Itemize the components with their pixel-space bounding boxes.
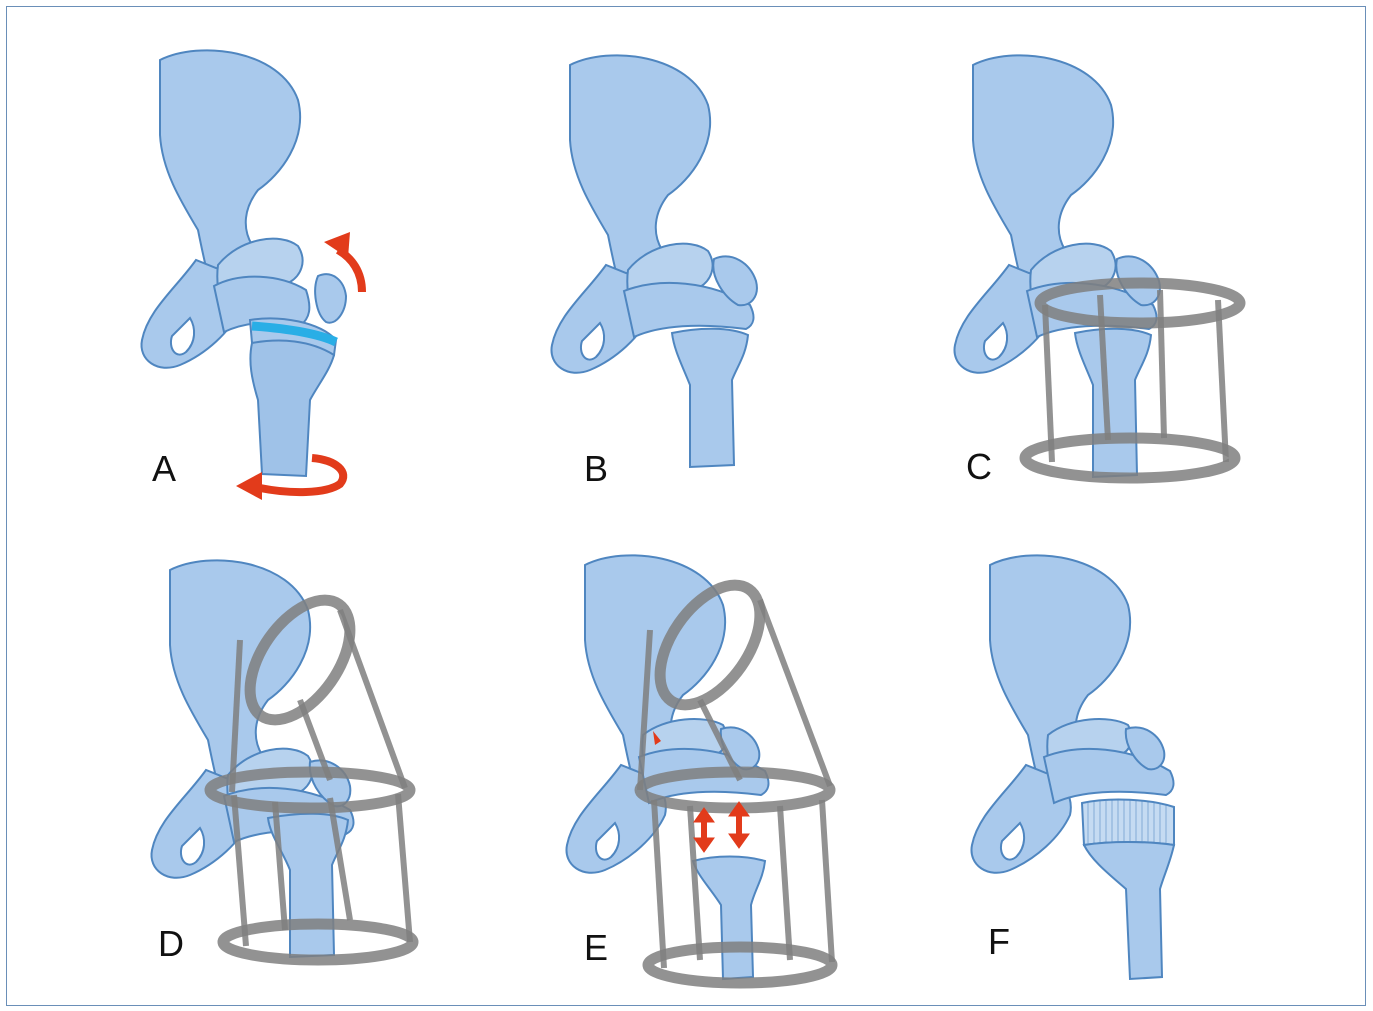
panel-b-illustration (551, 55, 756, 467)
panel-f-illustration (971, 555, 1174, 979)
panel-label-a: A (152, 451, 176, 487)
panel-label-e: E (584, 930, 608, 966)
panel-label-d: D (158, 926, 184, 962)
panel-label-b: B (584, 451, 608, 487)
panel-label-f: F (988, 924, 1010, 960)
panel-a-illustration (141, 50, 346, 476)
panel-c-illustration (954, 55, 1159, 477)
panel-label-c: C (966, 449, 992, 485)
